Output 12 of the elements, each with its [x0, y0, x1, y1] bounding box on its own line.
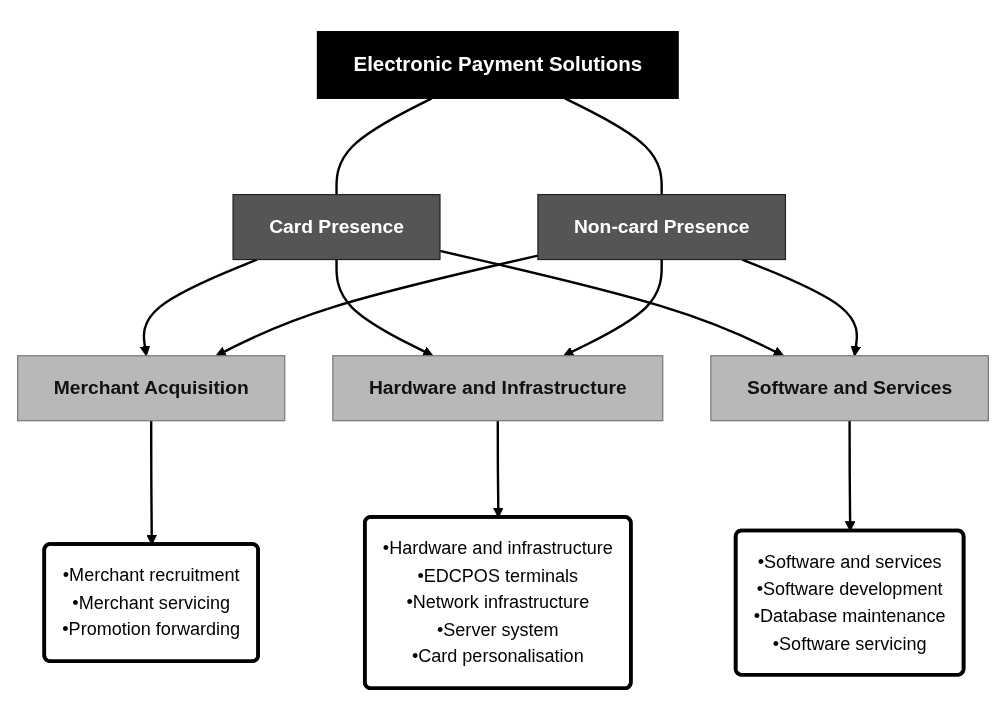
arrow: [215, 254, 538, 356]
node-box: Non-card Presence: [536, 193, 786, 260]
node-box: Hardware and Infrastructure: [331, 354, 663, 421]
arrow: [562, 259, 663, 356]
node-box: Card Presence: [231, 193, 441, 260]
connector: [563, 96, 663, 195]
connector: [334, 96, 432, 195]
arrow: [439, 249, 784, 356]
node-box: Software and Services: [709, 354, 989, 421]
node-box: Merchant Acquisition: [16, 354, 285, 421]
node-box: Electronic Payment Solutions: [316, 30, 679, 99]
arrow: [334, 259, 433, 356]
